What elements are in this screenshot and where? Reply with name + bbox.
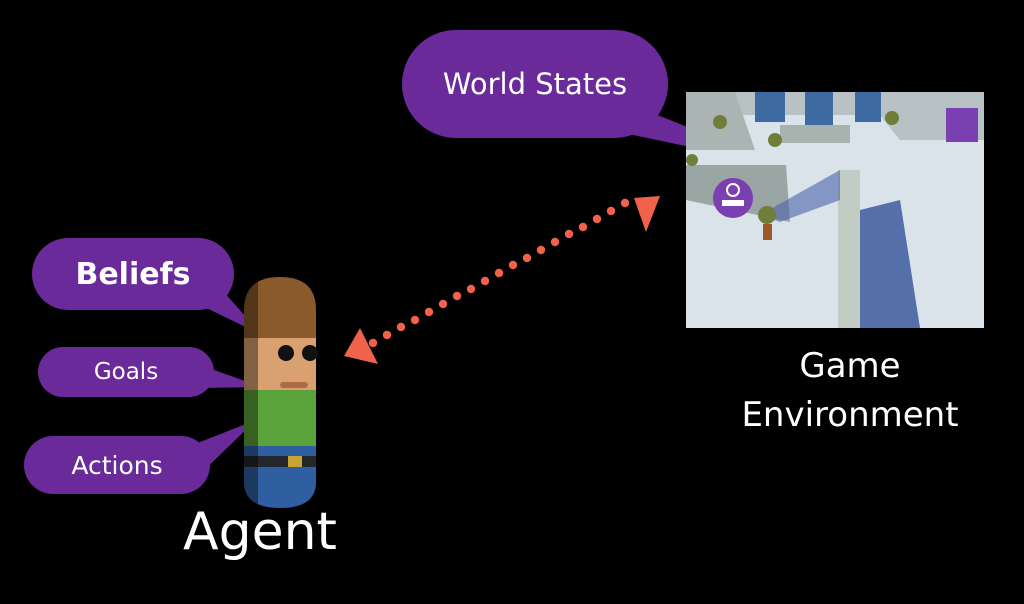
arrowhead-left-icon bbox=[344, 328, 378, 364]
game-environment-label: Game Environment bbox=[700, 342, 1000, 441]
world-states-label: World States bbox=[442, 67, 628, 101]
actions-bubble: Actions bbox=[24, 436, 210, 494]
agent-character bbox=[244, 277, 318, 509]
game-environment-label-line2: Environment bbox=[741, 395, 959, 436]
world-states-bubble: World States bbox=[402, 30, 668, 138]
game-environment-label-line1: Game bbox=[799, 346, 901, 386]
interaction-arrow bbox=[344, 196, 660, 364]
agent-label: Agent bbox=[183, 502, 337, 562]
game-environment-screenshot bbox=[686, 92, 984, 328]
actions-label: Actions bbox=[71, 450, 163, 480]
goals-bubble: Goals bbox=[38, 347, 214, 397]
arrowhead-right-icon bbox=[634, 196, 660, 232]
beliefs-label: Beliefs bbox=[75, 256, 191, 292]
goals-label: Goals bbox=[93, 359, 159, 385]
beliefs-bubble: Beliefs bbox=[32, 238, 234, 310]
